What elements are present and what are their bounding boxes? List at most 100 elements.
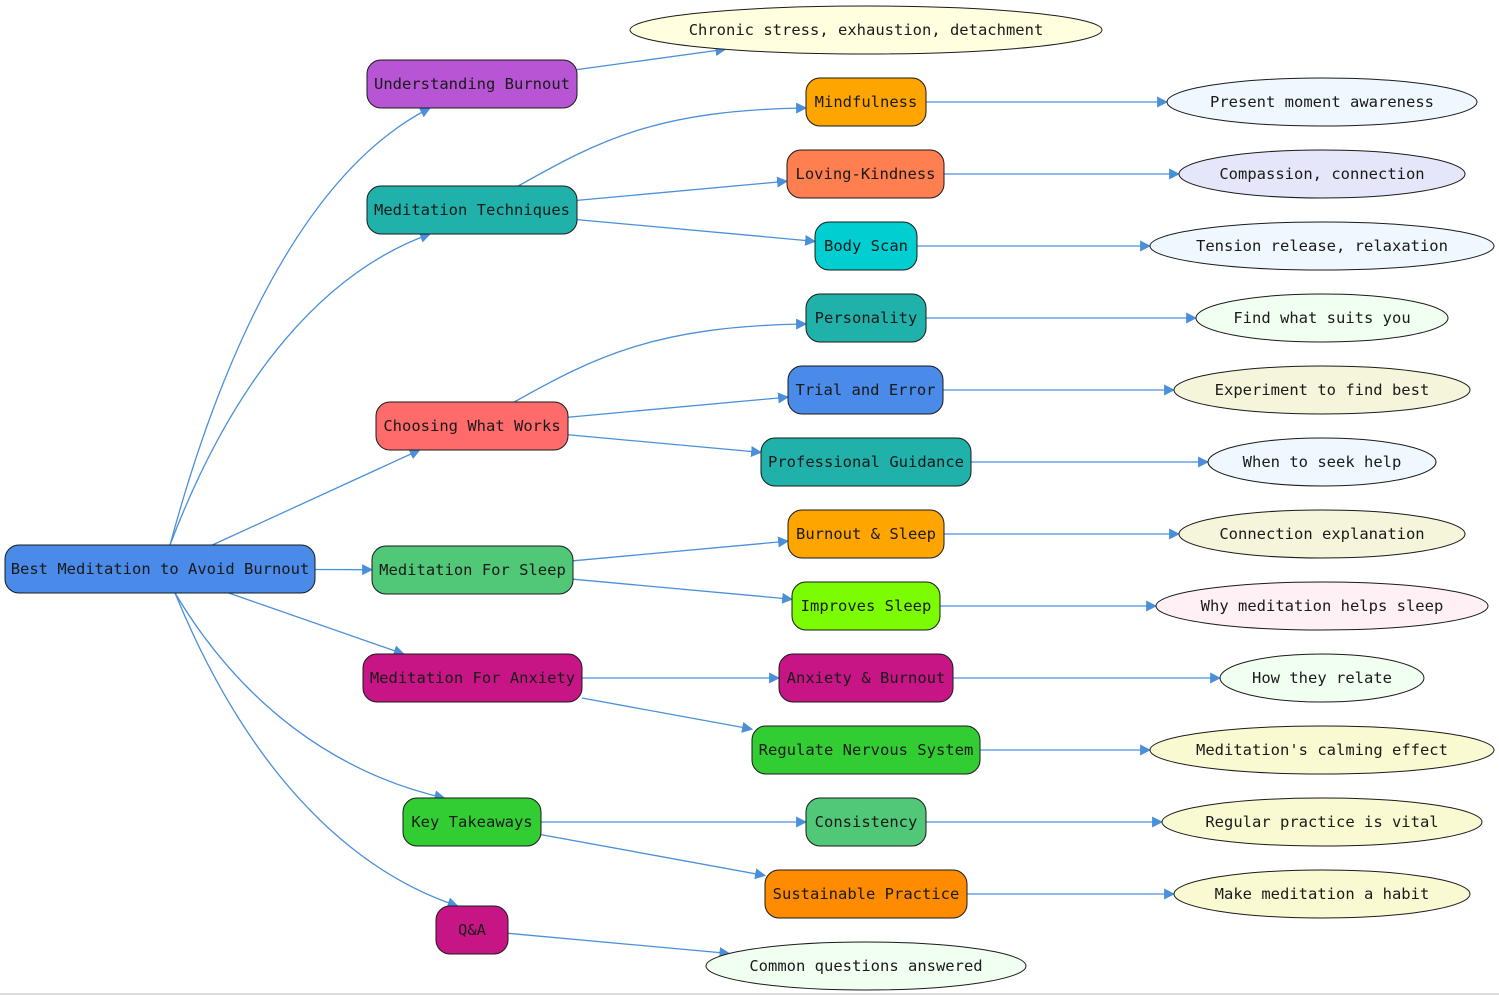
edge-takeaways-to-sustainable <box>540 833 767 880</box>
node-burnsleep[interactable]: Burnout & Sleep <box>787 509 945 559</box>
edge-sleep-to-burnsleep <box>572 536 790 562</box>
node-trial[interactable]: Trial and Error <box>787 365 944 415</box>
node-e_experiment[interactable]: Experiment to find best <box>1173 365 1471 415</box>
node-e_how[interactable]: How they relate <box>1219 653 1425 703</box>
node-label: Personality <box>815 309 918 327</box>
node-qa[interactable]: Q&A <box>435 905 509 955</box>
node-label: Compassion, connection <box>1219 165 1424 183</box>
edge-techniques-to-loving <box>576 176 789 202</box>
node-e_common[interactable]: Common questions answered <box>705 941 1027 991</box>
node-e_tension[interactable]: Tension release, relaxation <box>1149 221 1495 271</box>
node-label: Tension release, relaxation <box>1196 237 1448 255</box>
node-label: Experiment to find best <box>1215 381 1430 399</box>
ellipse-node-shape <box>1155 581 1489 631</box>
node-label: Chronic stress, exhaustion, detachment <box>689 21 1044 39</box>
node-label: Understanding Burnout <box>374 75 570 93</box>
nodes-layer: Best Meditation to Avoid Burnout Understa… <box>4 5 1495 991</box>
node-label: Trial and Error <box>796 381 936 399</box>
node-anxiety[interactable]: Meditation For Anxiety <box>362 653 583 703</box>
node-understanding[interactable]: Understanding Burnout <box>366 59 578 109</box>
node-e_why[interactable]: Why meditation helps sleep <box>1155 581 1489 631</box>
node-regulate[interactable]: Regulate Nervous System <box>751 725 981 775</box>
edge-root-to-qa <box>174 592 459 909</box>
node-label: Choosing What Works <box>383 417 560 435</box>
node-label: Burnout & Sleep <box>796 525 936 543</box>
node-label: Common questions answered <box>749 957 982 975</box>
node-e_find[interactable]: Find what suits you <box>1195 293 1449 343</box>
box-node-shape <box>362 653 583 703</box>
node-label: Key Takeaways <box>411 813 532 831</box>
box-node-shape <box>786 149 945 199</box>
node-e_when[interactable]: When to seek help <box>1207 437 1437 487</box>
box-node-shape <box>778 653 954 703</box>
node-label: Q&A <box>458 921 487 939</box>
node-label: Meditation Techniques <box>374 201 570 219</box>
node-bodyscan[interactable]: Body Scan <box>814 221 918 271</box>
node-loving[interactable]: Loving-Kindness <box>786 149 945 199</box>
node-improves[interactable]: Improves Sleep <box>791 581 941 631</box>
ellipse-node-shape <box>705 941 1027 991</box>
box-node-shape <box>366 185 578 235</box>
edge-root-to-choosing <box>212 449 421 546</box>
ellipse-node-shape <box>1161 797 1483 847</box>
node-e_present[interactable]: Present moment awareness <box>1166 77 1478 127</box>
node-e_regular[interactable]: Regular practice is vital <box>1161 797 1483 847</box>
node-root[interactable]: Best Meditation to Avoid Burnout <box>4 544 316 594</box>
node-consistency[interactable]: Consistency <box>805 797 927 847</box>
ellipse-node-shape <box>1207 437 1437 487</box>
box-node-shape <box>791 581 941 631</box>
edge-root-to-understanding <box>169 107 431 546</box>
node-label: Regular practice is vital <box>1205 813 1438 831</box>
node-label: Improves Sleep <box>801 597 932 615</box>
edge-understanding-to-e_chronic <box>576 45 727 71</box>
node-label: Loving-Kindness <box>796 165 936 183</box>
box-node-shape <box>435 905 509 955</box>
box-node-shape <box>805 293 927 343</box>
box-node-shape <box>366 59 578 109</box>
node-label: Connection explanation <box>1219 525 1424 543</box>
node-anxburn[interactable]: Anxiety & Burnout <box>778 653 954 703</box>
box-node-shape <box>4 544 316 594</box>
node-techniques[interactable]: Meditation Techniques <box>366 185 578 235</box>
ellipse-node-shape <box>1178 149 1466 199</box>
edge-choosing-to-professional <box>567 434 763 457</box>
ellipse-node-shape <box>1173 869 1471 919</box>
node-label: Mindfulness <box>815 93 918 111</box>
node-label: Best Meditation to Avoid Burnout <box>11 560 310 578</box>
node-personality[interactable]: Personality <box>805 293 927 343</box>
node-sustainable[interactable]: Sustainable Practice <box>764 869 968 919</box>
ellipse-node-shape <box>1149 221 1495 271</box>
ellipse-node-shape <box>1173 365 1471 415</box>
node-mindfulness[interactable]: Mindfulness <box>805 77 927 127</box>
node-label: Present moment awareness <box>1210 93 1434 111</box>
node-e_habit[interactable]: Make meditation a habit <box>1173 869 1471 919</box>
node-e_compassion[interactable]: Compassion, connection <box>1178 149 1466 199</box>
node-takeaways[interactable]: Key Takeaways <box>402 797 542 847</box>
edge-root-to-techniques <box>169 232 432 546</box>
node-e_connection[interactable]: Connection explanation <box>1178 509 1466 559</box>
box-node-shape <box>760 437 972 487</box>
ellipse-node-shape <box>1219 653 1425 703</box>
box-node-shape <box>787 365 944 415</box>
node-label: How they relate <box>1252 669 1392 687</box>
node-label: Regulate Nervous System <box>759 741 974 759</box>
node-label: Meditation's calming effect <box>1196 741 1448 759</box>
node-e_calming[interactable]: Meditation's calming effect <box>1149 725 1495 775</box>
node-choosing[interactable]: Choosing What Works <box>375 401 569 451</box>
edge-choosing-to-trial <box>567 392 790 418</box>
node-label: Consistency <box>815 813 918 831</box>
node-e_chronic[interactable]: Chronic stress, exhaustion, detachment <box>629 5 1103 55</box>
box-node-shape <box>814 221 918 271</box>
bottom-divider <box>0 993 1499 995</box>
edge-anxiety-to-regulate <box>581 697 754 733</box>
edge-choosing-to-personality <box>513 318 808 403</box>
box-node-shape <box>751 725 981 775</box>
node-professional[interactable]: Professional Guidance <box>760 437 972 487</box>
ellipse-node-shape <box>1149 725 1495 775</box>
ellipse-node-shape <box>1195 293 1449 343</box>
edge-root-to-takeaways <box>174 592 446 802</box>
ellipse-node-shape <box>629 5 1103 55</box>
edge-sleep-to-improves <box>572 578 794 604</box>
node-sleep[interactable]: Meditation For Sleep <box>371 545 574 595</box>
